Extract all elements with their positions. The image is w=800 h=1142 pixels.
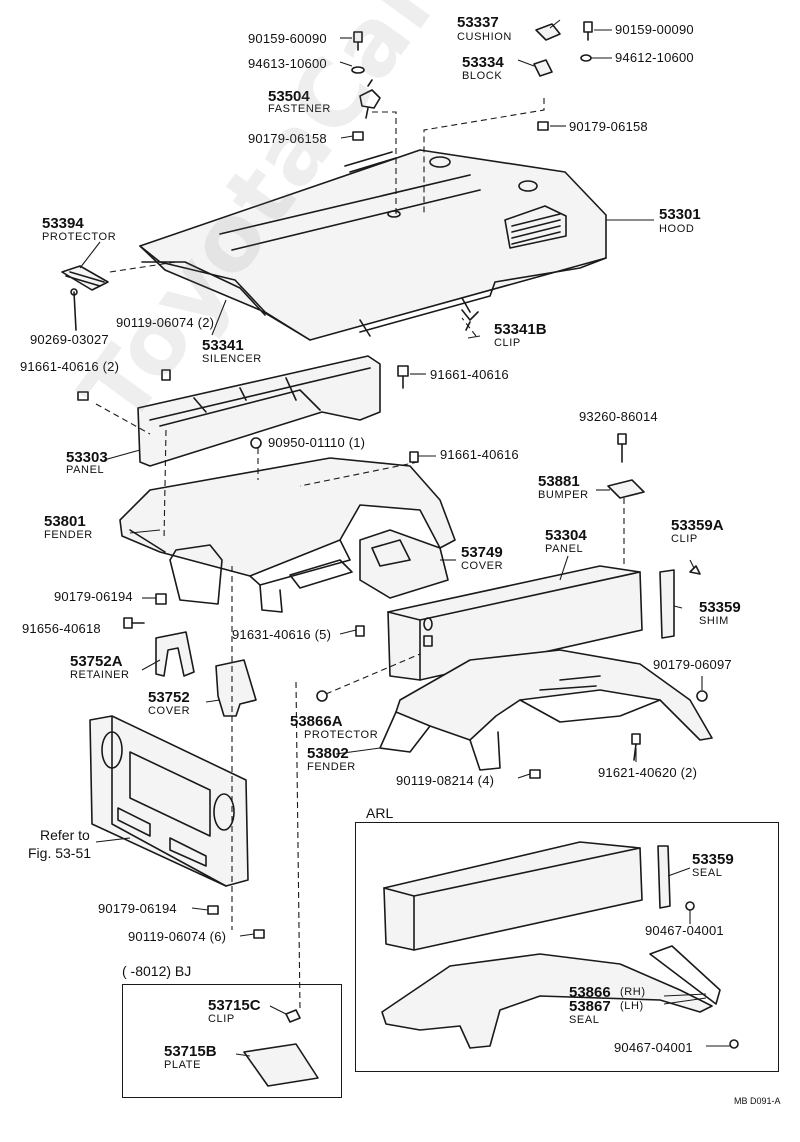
label-53802: 53802	[307, 745, 349, 762]
label-90179-06158-a: 90179-06158	[248, 131, 327, 146]
label-53881-name: BUMPER	[538, 489, 589, 501]
label-53359-name: SHIM	[699, 615, 729, 627]
arl-variant-box	[355, 822, 779, 1072]
label-53504: 53504	[268, 88, 310, 105]
label-53801-name: FENDER	[44, 529, 93, 541]
label-53359: 53359	[699, 599, 741, 616]
bumper-53881-drawing	[607, 433, 645, 499]
protector-53394-drawing	[61, 265, 109, 331]
label-53341b: 53341B	[494, 321, 547, 338]
panel-53303-drawing	[77, 355, 419, 467]
label-90179-06194-a: 90179-06194	[54, 589, 133, 604]
label-91661-40616-b: 91661-40616	[440, 447, 519, 462]
fender-53801-drawing	[119, 457, 456, 613]
label-90950-01110: 90950-01110 (1)	[268, 435, 366, 450]
label-53752-name: COVER	[148, 705, 191, 717]
label-53715b: 53715B	[164, 1043, 217, 1060]
label-53304: 53304	[545, 527, 587, 544]
leader-dashes	[95, 98, 625, 1011]
label-53337: 53337	[457, 14, 499, 31]
label-53749: 53749	[461, 544, 503, 561]
leader-lines	[79, 19, 730, 1057]
label-53394: 53394	[42, 215, 84, 232]
label-90159-00090: 90159-00090	[615, 22, 694, 37]
label-91661-40616-2: 91661-40616 (2)	[20, 359, 120, 374]
label-93260-86014: 93260-86014	[579, 409, 658, 424]
label-53801: 53801	[44, 513, 86, 530]
cover-53749-drawing	[359, 529, 449, 599]
label-53881: 53881	[538, 473, 580, 490]
label-53752a-name: RETAINER	[70, 669, 130, 681]
label-53359a-name: CLIP	[671, 533, 698, 545]
hood-drawing	[139, 149, 607, 341]
label-91661-40616-a: 91661-40616	[430, 367, 509, 382]
label-94613-10600: 94613-10600	[248, 56, 327, 71]
label-53334-name: BLOCK	[462, 70, 503, 82]
label-53304-name: PANEL	[545, 543, 584, 555]
label-90119-08214: 90119-08214 (4)	[396, 773, 495, 788]
fender-53802-drawing	[316, 649, 713, 779]
label-53341-name: SILENCER	[202, 353, 262, 365]
label-53752: 53752	[148, 689, 190, 706]
label-53334: 53334	[462, 54, 504, 71]
bj-variant-box	[122, 984, 342, 1098]
label-94612-10600: 94612-10600	[615, 50, 694, 65]
label-90179-06158-b: 90179-06158	[569, 119, 648, 134]
label-53394-name: PROTECTOR	[42, 231, 117, 243]
label-53301-name: HOOD	[659, 223, 695, 235]
label-53802-name: FENDER	[307, 761, 356, 773]
label-53301: 53301	[659, 206, 701, 223]
label-91631-40616: 91631-40616 (5)	[232, 627, 332, 642]
arl-label-53359: 53359	[692, 851, 734, 868]
arl-label-seal: SEAL	[569, 1014, 600, 1026]
arl-label-90467-04001-a: 90467-04001	[645, 923, 724, 938]
shim-53359-drawing	[659, 565, 708, 702]
label-53715c: 53715C	[208, 997, 261, 1014]
label-53749-name: COVER	[461, 560, 504, 572]
arl-box-title: ARL	[366, 805, 394, 821]
label-53715b-name: PLATE	[164, 1059, 202, 1071]
label-53341: 53341	[202, 337, 244, 354]
arl-label-53867: 53867	[569, 998, 611, 1015]
label-53866a: 53866A	[290, 713, 343, 730]
label-91656-40618: 91656-40618	[22, 621, 101, 636]
arl-label-53867-lh: (LH)	[620, 1000, 644, 1012]
label-90159-60090: 90159-60090	[248, 31, 327, 46]
label-53866a-name: PROTECTOR	[304, 729, 379, 741]
label-91621-40620: 91621-40620 (2)	[598, 765, 698, 780]
retainer-cover-drawing	[123, 617, 365, 717]
arl-label-90467-04001-b: 90467-04001	[614, 1040, 693, 1055]
arl-label-53866: 53866	[569, 984, 611, 1001]
bj-parts-drawing	[243, 1009, 319, 1087]
label-53303: 53303	[66, 449, 108, 466]
panel-53304-drawing	[387, 565, 643, 681]
label-53337-name: CUSHION	[457, 31, 512, 43]
label-90269-03027: 90269-03027	[30, 332, 109, 347]
label-90119-06074-2: 90119-06074 (2)	[116, 315, 215, 330]
refer-note-line2: Fig. 53-51	[28, 845, 92, 861]
label-53359a: 53359A	[671, 517, 724, 534]
label-53341b-name: CLIP	[494, 337, 521, 349]
label-53752a: 53752A	[70, 653, 123, 670]
footer-code: MB D091-A	[734, 1096, 781, 1106]
arl-label-53359-name: SEAL	[692, 867, 723, 879]
label-53504-name: FASTENER	[268, 103, 331, 115]
label-90119-06074-6: 90119-06074 (6)	[128, 929, 227, 944]
refer-note-line1: Refer to	[40, 827, 90, 843]
label-53303-name: PANEL	[66, 464, 105, 476]
arl-label-53866-rh: (RH)	[620, 986, 646, 998]
label-90179-06194-b: 90179-06194	[98, 901, 177, 916]
bj-box-title: ( -8012) BJ	[122, 963, 192, 979]
label-90179-06097: 90179-06097	[653, 657, 732, 672]
arl-parts-drawing	[381, 841, 739, 1049]
label-53715c-name: CLIP	[208, 1013, 235, 1025]
front-panel-drawing	[89, 715, 265, 939]
